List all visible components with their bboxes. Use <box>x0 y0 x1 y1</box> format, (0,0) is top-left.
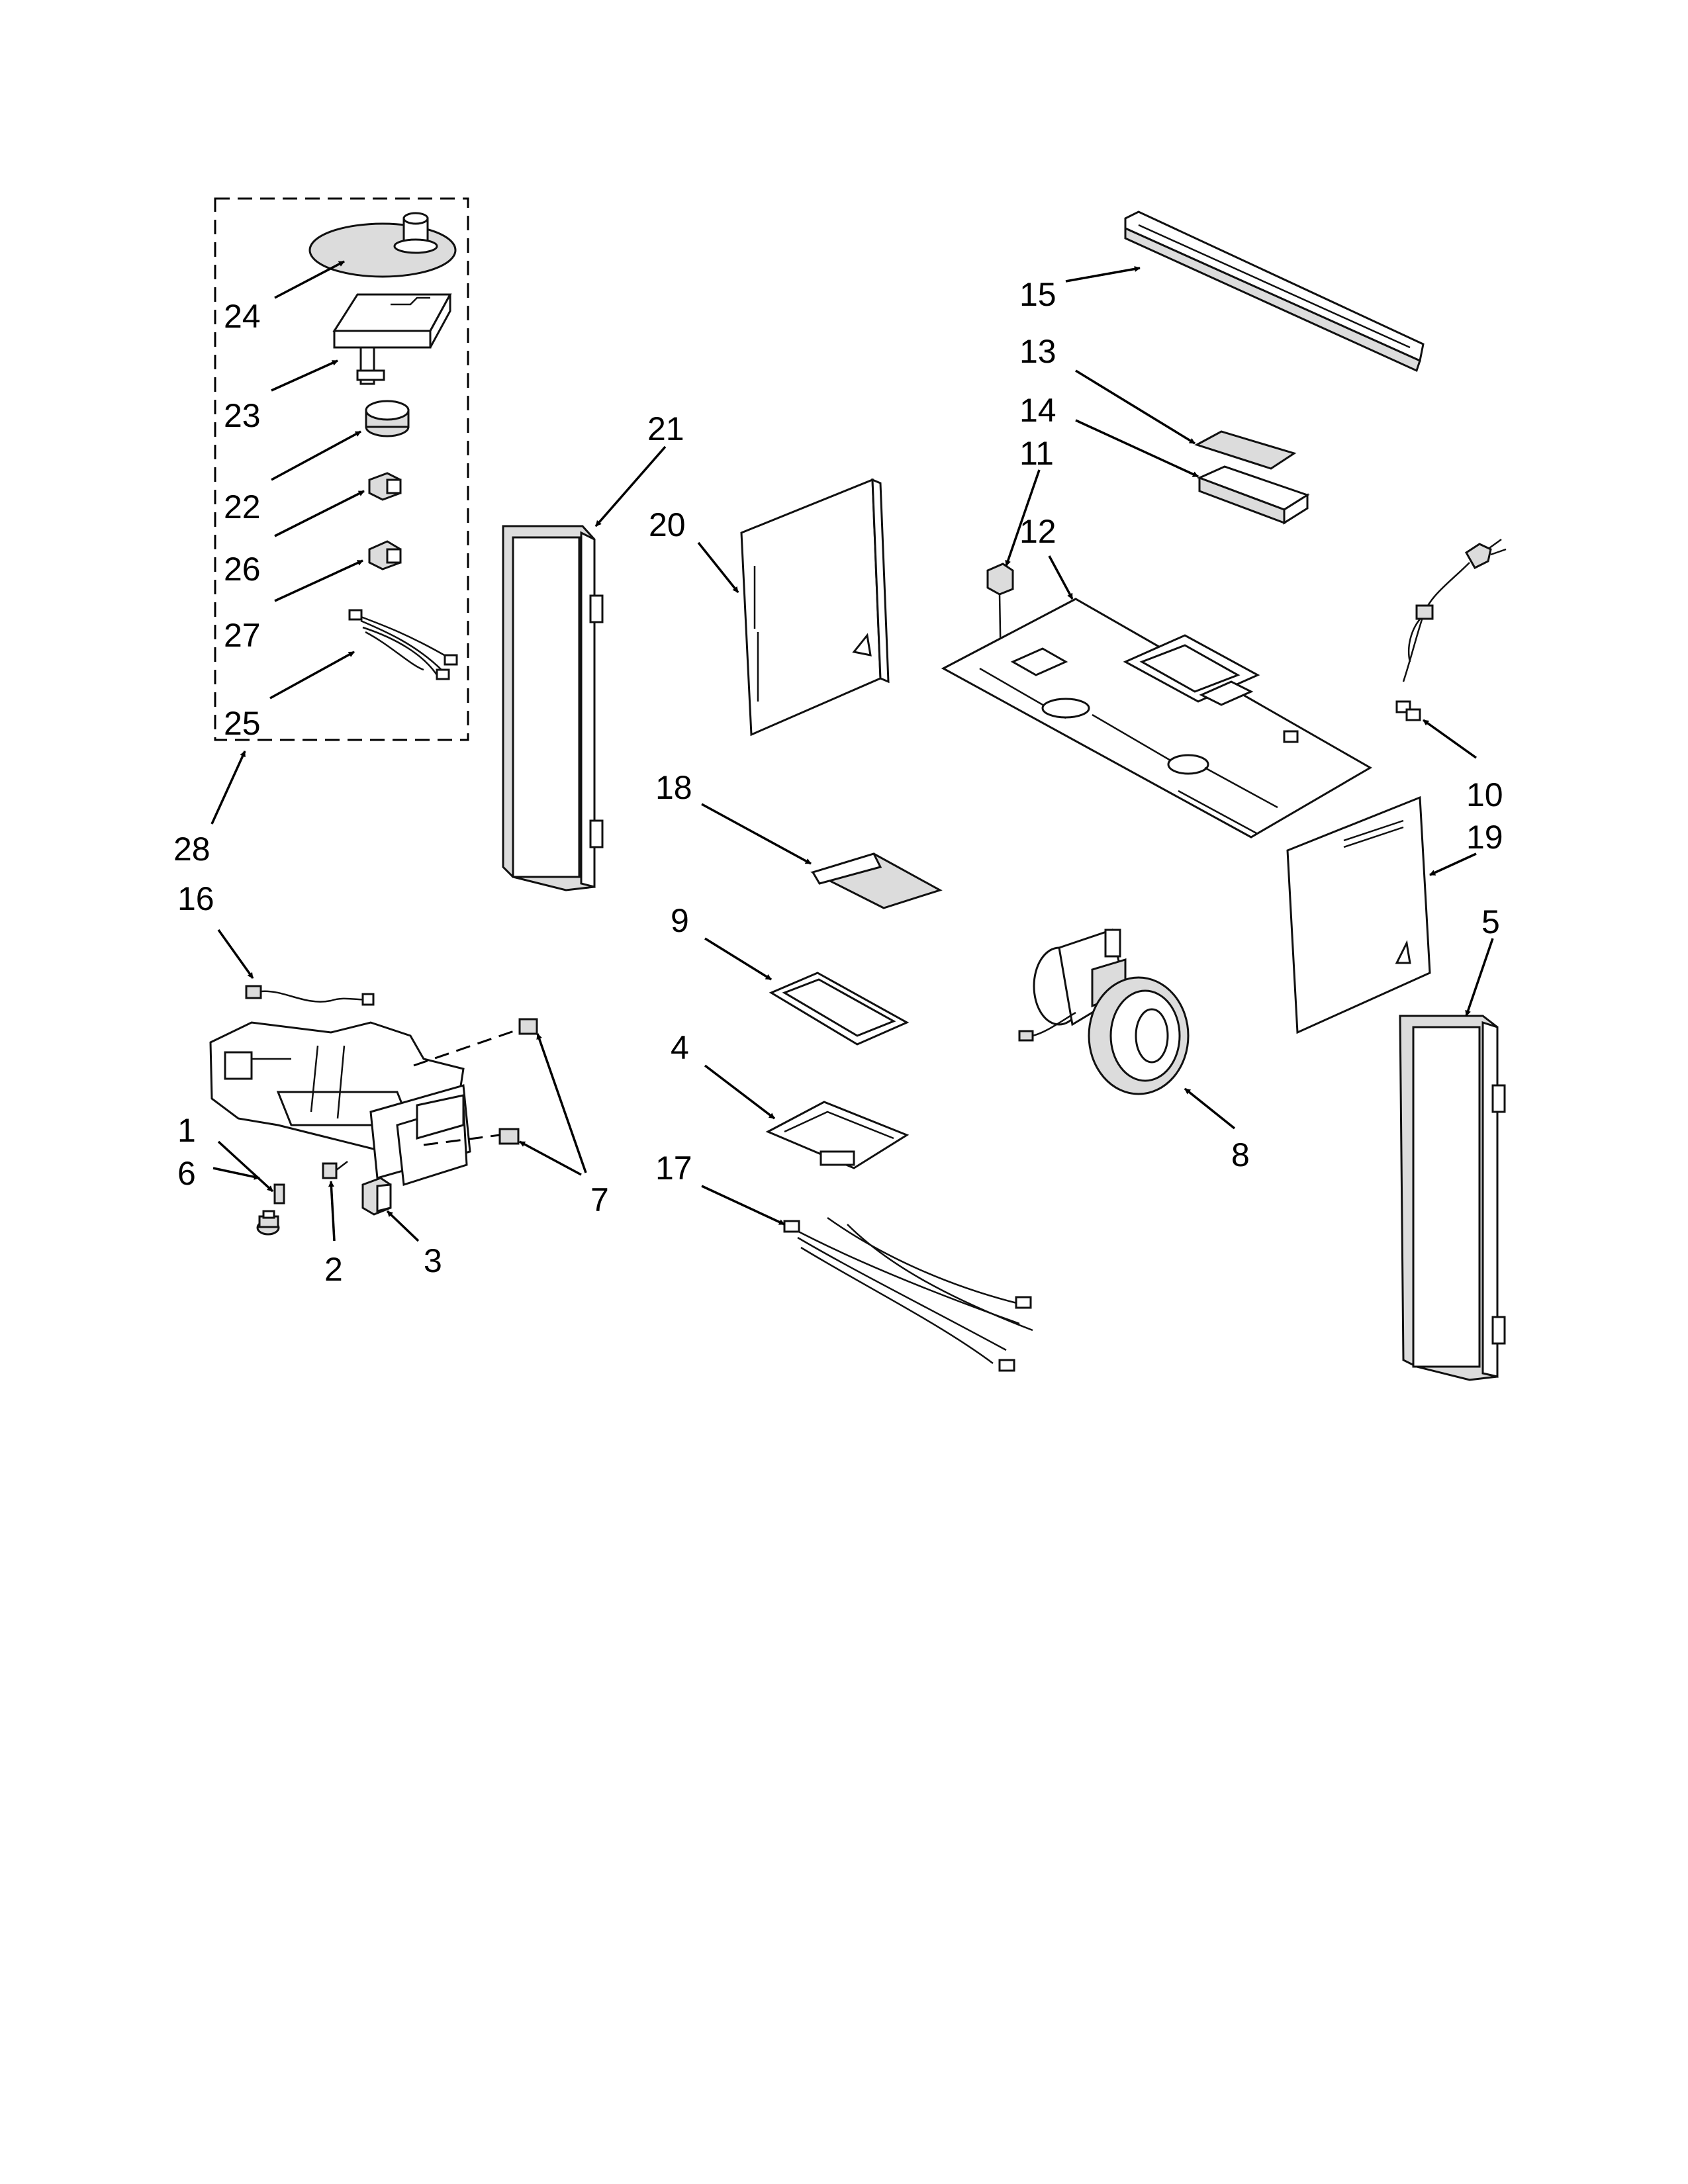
part-17-wire-harness[interactable] <box>783 1216 1033 1372</box>
leader-arrows <box>211 260 1494 1242</box>
callout-labels: 24 23 22 26 27 25 28 16 21 20 18 9 4 17 … <box>173 276 1503 1288</box>
part-3-relay[interactable] <box>361 1177 392 1216</box>
part-13-vent[interactable] <box>1194 430 1297 470</box>
part-6-thermostat[interactable] <box>256 1210 280 1236</box>
callout-22[interactable]: 22 <box>224 488 261 525</box>
control-housing <box>209 1021 471 1186</box>
part-15-rail[interactable] <box>1124 210 1425 373</box>
part-14-vent-housing[interactable] <box>1197 465 1310 525</box>
part-11-clip[interactable] <box>986 563 1014 669</box>
part-8-blower-motor[interactable] <box>1018 929 1190 1095</box>
callout-17[interactable]: 17 <box>655 1150 692 1187</box>
part-10-power-cord[interactable] <box>1395 538 1507 721</box>
callout-20[interactable]: 20 <box>649 506 686 543</box>
part-23-bracket[interactable] <box>332 293 452 385</box>
callout-28[interactable]: 28 <box>173 831 211 868</box>
part-2-connector[interactable] <box>322 1161 348 1179</box>
part-16-sensor-wire[interactable] <box>245 985 375 1006</box>
callout-24[interactable]: 24 <box>224 298 261 335</box>
callout-3[interactable]: 3 <box>424 1242 442 1279</box>
callout-12[interactable]: 12 <box>1019 513 1056 550</box>
part-1-switch[interactable] <box>273 1183 285 1205</box>
callout-14[interactable]: 14 <box>1019 392 1056 429</box>
callout-1[interactable]: 1 <box>177 1112 196 1149</box>
part-19-panel[interactable] <box>1286 796 1431 1034</box>
callout-19[interactable]: 19 <box>1466 819 1503 856</box>
callout-26[interactable]: 26 <box>224 551 261 588</box>
callout-13[interactable]: 13 <box>1019 333 1056 370</box>
callout-27[interactable]: 27 <box>224 617 261 654</box>
callout-7[interactable]: 7 <box>590 1181 609 1218</box>
part-20-panel[interactable] <box>740 478 890 737</box>
callout-8[interactable]: 8 <box>1231 1136 1250 1173</box>
part-12-base-plate[interactable] <box>941 598 1372 839</box>
callout-18[interactable]: 18 <box>655 769 692 806</box>
callout-10[interactable]: 10 <box>1466 776 1503 813</box>
callout-5[interactable]: 5 <box>1481 903 1500 940</box>
callout-11[interactable]: 11 <box>1019 435 1054 472</box>
callout-21[interactable]: 21 <box>647 410 684 447</box>
part-27-connector[interactable] <box>368 540 402 570</box>
callout-6[interactable]: 6 <box>177 1155 196 1192</box>
part-25-wire-harness[interactable] <box>348 609 458 680</box>
part-22-buzzer[interactable] <box>365 400 410 437</box>
callout-15[interactable]: 15 <box>1019 276 1056 313</box>
part-24-diffuser[interactable] <box>308 212 457 278</box>
part-18-packet[interactable] <box>810 852 943 909</box>
callout-16[interactable]: 16 <box>177 880 214 917</box>
part-7-clips[interactable] <box>413 1018 538 1146</box>
kit-boundary <box>214 197 469 741</box>
part-5-trim[interactable] <box>1399 1015 1506 1381</box>
part-26-connector[interactable] <box>368 472 402 501</box>
callout-2[interactable]: 2 <box>324 1251 343 1288</box>
part-21-trim[interactable] <box>502 525 604 891</box>
callout-23[interactable]: 23 <box>224 397 261 434</box>
callout-4[interactable]: 4 <box>671 1029 689 1066</box>
part-4-tray[interactable] <box>765 1101 910 1169</box>
callout-25[interactable]: 25 <box>224 705 261 742</box>
callout-9[interactable]: 9 <box>671 902 689 939</box>
part-9-filter-frame[interactable] <box>769 972 910 1046</box>
